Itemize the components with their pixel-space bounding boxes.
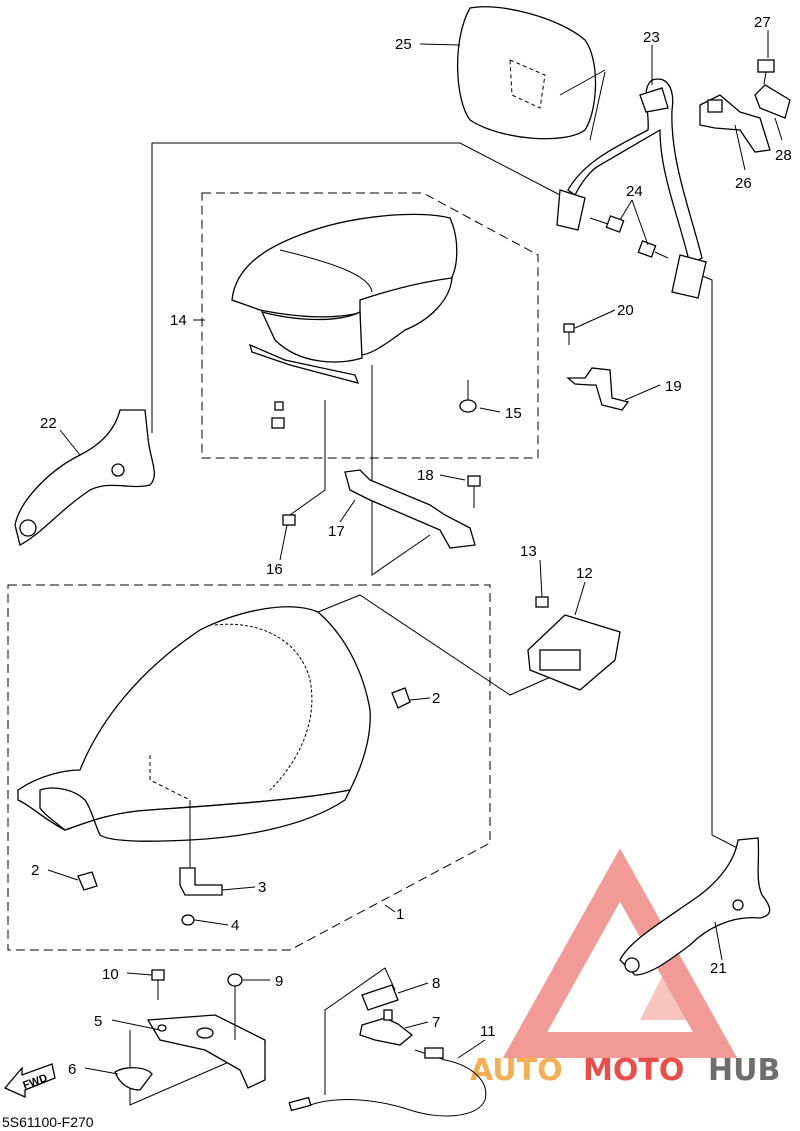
seat-nut-4 (181, 914, 195, 926)
seat-damper-a (391, 687, 411, 709)
callout-18: 18 (417, 467, 434, 484)
plate-bolt-10 (151, 969, 165, 1000)
callout-6: 6 (68, 1061, 76, 1078)
lock-plate-screw (535, 596, 549, 608)
seat-damper-b (77, 871, 98, 891)
callout-28: 28 (775, 147, 792, 164)
callout-9: 9 (275, 973, 283, 990)
bracket-bolt-18 (467, 475, 481, 508)
callout-19: 19 (665, 378, 682, 395)
passenger-seat-nut (459, 380, 477, 413)
callout-23: 23 (643, 29, 660, 46)
passenger-seat-group-box (201, 192, 539, 459)
diagram-code: 5S61100-F270 (2, 1114, 94, 1130)
callout-22: 22 (40, 415, 57, 432)
seat-bracket (344, 469, 476, 549)
callout-17: 17 (328, 523, 345, 540)
cable-assembly-line (324, 967, 396, 1095)
callout-27: 27 (754, 14, 771, 31)
seat-lock-plate-8 (361, 984, 399, 1011)
backrest-to-right-grip-line (151, 142, 561, 433)
seat-assembly-line (371, 365, 431, 576)
sissy-bar-bolts (589, 215, 669, 259)
rider-seat-group-box (7, 584, 491, 951)
seat-lock-cable (288, 1047, 487, 1117)
base-plate-group-line (129, 1030, 246, 1106)
callout-2a: 2 (432, 690, 440, 707)
rider-seat (17, 606, 371, 842)
watermark-moto-text: MOTO (583, 1053, 684, 1088)
callout-1: 1 (396, 906, 404, 923)
seat-strap (566, 367, 630, 411)
callout-2b: 2 (31, 862, 39, 879)
bracket-to-seat-line (289, 400, 326, 516)
callout-5: 5 (94, 1013, 102, 1030)
callout-4: 4 (231, 917, 239, 934)
callout-10: 10 (102, 966, 119, 983)
callout-8: 8 (432, 975, 440, 992)
callout-labels: 25 23 27 28 26 24 20 19 14 15 18 17 16 2… (31, 14, 792, 1078)
seat-base-plate (146, 1014, 266, 1089)
bracket-bolt-16 (282, 514, 296, 526)
sissy-bar-to-left-grip-line (699, 274, 746, 853)
watermark-auto-text: AUTO (470, 1053, 563, 1088)
callout-26: 26 (735, 175, 752, 192)
bracket-bolt (757, 59, 775, 85)
watermark-hub-text: HUB (708, 1053, 780, 1088)
backrest-pad (456, 6, 606, 141)
callout-11: 11 (480, 1023, 496, 1040)
seat-lock-plate (527, 614, 621, 691)
callout-12: 12 (576, 565, 593, 582)
callout-14: 14 (170, 312, 187, 329)
callout-15: 15 (505, 405, 522, 422)
left-passenger-grip (619, 837, 771, 976)
bracket-pad (754, 84, 791, 119)
callout-13: 13 (520, 543, 537, 560)
strap-bolt (563, 323, 575, 345)
seat-lock (359, 1009, 414, 1046)
callout-3: 3 (258, 879, 266, 896)
right-passenger-grip (14, 409, 155, 546)
forward-arrow-icon: FWD (3, 1063, 56, 1099)
rider-seat-to-plate-line (317, 594, 556, 696)
plate-nut-9 (227, 973, 243, 1040)
callout-16: 16 (266, 561, 283, 578)
callout-7: 7 (432, 1014, 440, 1031)
base-plate-cover (114, 1067, 153, 1091)
passenger-seat (231, 213, 458, 429)
leader-lines (47, 30, 783, 1075)
callout-20: 20 (617, 302, 634, 319)
sissy-bar (556, 78, 707, 299)
callout-25: 25 (395, 36, 412, 53)
callout-24: 24 (626, 183, 643, 200)
sissy-bar-bracket (699, 94, 771, 153)
callout-21: 21 (710, 960, 727, 977)
